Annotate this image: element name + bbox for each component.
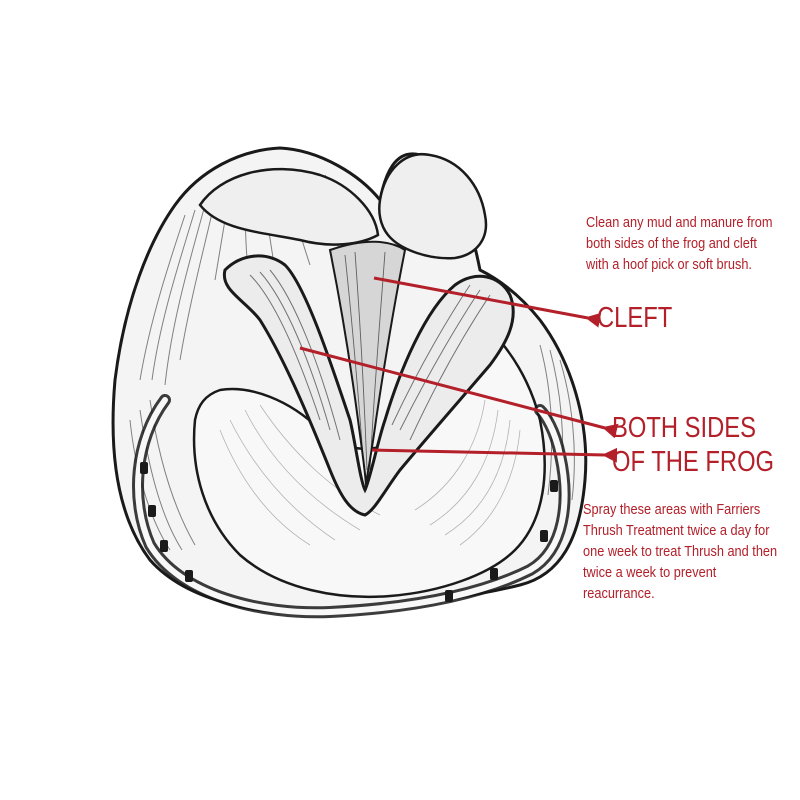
heel-bulb-left [198, 167, 380, 246]
treatment-line: twice a week to prevent [583, 565, 717, 581]
horseshoe-inner [135, 397, 568, 616]
frog-label-line1: BOTH SIDES [612, 412, 757, 444]
treatment-line: Spray these areas with Farriers [583, 502, 761, 518]
frog [222, 254, 515, 517]
frog-hatching [249, 269, 491, 441]
nail-holes [140, 462, 558, 602]
treatment-line: Thrush Treatment twice a day for [583, 523, 770, 539]
frog-arrow-right [371, 447, 618, 463]
frog-label-line2: OF THE FROG [612, 446, 775, 478]
cleaning-line: both sides of the frog and cleft [586, 236, 757, 252]
treatment-instructions: Spray these areas with Farriers Thrush T… [583, 500, 777, 605]
sole-hatching [219, 399, 521, 546]
cleft-arrow [373, 276, 602, 328]
frog-label: BOTH SIDES OF THE FROG [612, 411, 774, 479]
cleft-label-text: CLEFT [597, 302, 673, 334]
cleaning-line: Clean any mud and manure from [586, 215, 773, 231]
cleft-label: CLEFT [597, 301, 672, 335]
cleft-hatching [344, 251, 386, 471]
heel-bulb-right [378, 152, 488, 260]
treatment-line: one week to treat Thrush and then [583, 544, 778, 560]
treatment-line: reacurrance. [583, 586, 655, 602]
frog-arrow-left [299, 346, 619, 439]
cleaning-instructions: Clean any mud and manure from both sides… [586, 213, 773, 276]
pointer-arrows [299, 276, 619, 463]
cleaning-line: with a hoof pick or soft brush. [586, 257, 752, 273]
